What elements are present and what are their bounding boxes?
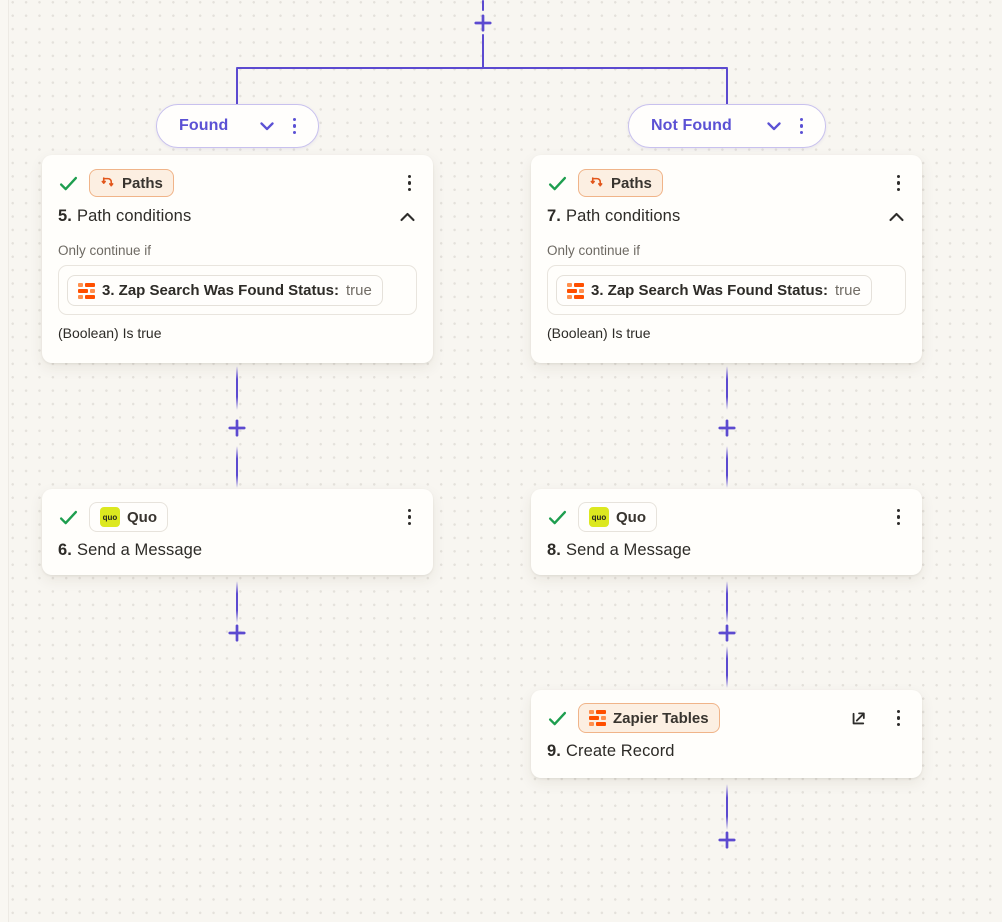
zapier-tables-icon [589, 710, 606, 726]
step-title: 9.Create Record [547, 742, 675, 760]
plus-icon [474, 14, 492, 32]
step-menu-icon[interactable] [402, 171, 417, 195]
plus-icon [718, 831, 736, 849]
step-card-9-create-record[interactable]: Zapier Tables 9.Create Record [531, 690, 922, 778]
success-check-icon [548, 176, 567, 190]
app-badge-zapier-tables[interactable]: Zapier Tables [578, 703, 720, 733]
branch-label: Found [179, 117, 229, 134]
branch-connector-line [235, 66, 729, 70]
plus-icon [718, 419, 736, 437]
chevron-down-icon[interactable] [259, 121, 274, 131]
add-step-button[interactable] [718, 831, 736, 849]
add-step-button[interactable] [474, 14, 492, 32]
badge-label: Zapier Tables [613, 709, 709, 727]
add-step-button[interactable] [228, 624, 246, 642]
condition-field-value: true [345, 282, 372, 300]
paths-icon [101, 176, 114, 186]
badge-label: Quo [616, 508, 646, 526]
condition-result-text: (Boolean) Is true [547, 325, 651, 342]
step-card-8-send-message[interactable]: quo Quo 8.Send a Message [531, 489, 922, 575]
connector-line [235, 446, 239, 488]
add-step-button[interactable] [718, 624, 736, 642]
badge-label: Paths [611, 174, 652, 192]
connector-line [481, 0, 485, 11]
step-title: 7.Path conditions [547, 207, 681, 225]
collapse-chevron-up-icon[interactable] [887, 208, 906, 226]
branch-menu-icon[interactable] [287, 114, 302, 138]
step-menu-icon[interactable] [891, 706, 906, 730]
condition-field-label: 3. Zap Search Was Found Status: [591, 282, 828, 300]
condition-result-text: (Boolean) Is true [58, 325, 162, 342]
plus-icon [228, 624, 246, 642]
condition-box[interactable]: 3. Zap Search Was Found Status: true [547, 265, 906, 316]
success-check-icon [548, 711, 567, 725]
step-menu-icon[interactable] [891, 505, 906, 529]
app-badge-quo[interactable]: quo Quo [89, 502, 168, 532]
app-badge-paths[interactable]: Paths [89, 169, 174, 197]
step-title: 5.Path conditions [58, 207, 192, 225]
plus-icon [228, 419, 246, 437]
plus-icon [718, 624, 736, 642]
add-step-button[interactable] [718, 419, 736, 437]
step-card-7-path-conditions[interactable]: Paths 7.Path conditions Only continue if… [531, 155, 922, 363]
branch-label: Not Found [651, 117, 732, 134]
step-menu-icon[interactable] [891, 171, 906, 195]
collapse-chevron-up-icon[interactable] [398, 208, 417, 226]
connector-line [725, 784, 729, 830]
branch-menu-icon[interactable] [794, 114, 809, 138]
app-badge-paths[interactable]: Paths [578, 169, 663, 197]
paths-icon [590, 176, 603, 186]
connector-line [725, 366, 729, 410]
step-title: 8.Send a Message [547, 541, 692, 559]
condition-field-chip[interactable]: 3. Zap Search Was Found Status: true [556, 275, 872, 307]
connector-line [481, 34, 485, 68]
condition-box[interactable]: 3. Zap Search Was Found Status: true [58, 265, 417, 316]
branch-pill-found[interactable]: Found [156, 104, 319, 148]
condition-intro-label: Only continue if [58, 243, 152, 258]
chevron-down-icon[interactable] [766, 121, 781, 131]
success-check-icon [59, 176, 78, 190]
canvas-left-edge [0, 0, 9, 922]
connector-line [725, 68, 729, 105]
quo-app-icon: quo [100, 507, 120, 527]
badge-label: Paths [122, 174, 163, 192]
connector-line [235, 581, 239, 623]
add-step-button[interactable] [228, 419, 246, 437]
condition-field-value: true [834, 282, 861, 300]
step-card-5-path-conditions[interactable]: Paths 5.Path conditions Only continue if… [42, 155, 433, 363]
open-external-icon[interactable] [846, 706, 871, 731]
step-menu-icon[interactable] [402, 505, 417, 529]
zapier-tables-icon [567, 282, 584, 299]
condition-field-chip[interactable]: 3. Zap Search Was Found Status: true [67, 275, 383, 307]
connector-line [725, 581, 729, 623]
app-badge-quo[interactable]: quo Quo [578, 502, 657, 532]
condition-intro-label: Only continue if [547, 243, 641, 258]
badge-label: Quo [127, 508, 157, 526]
zapier-tables-icon [78, 282, 95, 299]
connector-line [725, 646, 729, 688]
branch-pill-not-found[interactable]: Not Found [628, 104, 826, 148]
step-title: 6.Send a Message [58, 541, 203, 559]
step-card-6-send-message[interactable]: quo Quo 6.Send a Message [42, 489, 433, 575]
connector-line [725, 446, 729, 488]
quo-app-icon: quo [589, 507, 609, 527]
success-check-icon [548, 510, 567, 524]
condition-field-label: 3. Zap Search Was Found Status: [102, 282, 339, 300]
success-check-icon [59, 510, 78, 524]
connector-line [235, 68, 239, 105]
connector-line [235, 366, 239, 410]
